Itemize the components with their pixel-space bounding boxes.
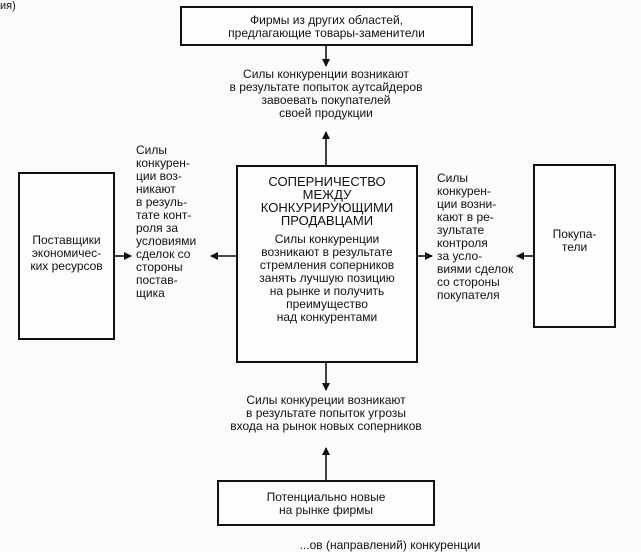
force-suppliers-text: Силы конкурен- ции воз- никают в резуль-… xyxy=(136,143,197,300)
rivalry-description: Силы конкуренции возникают в результате … xyxy=(259,232,395,324)
rivalry-box: СОПЕРНИЧЕСТВО МЕЖДУ КОНКУРИРУЮЩИМИ ПРОДА… xyxy=(236,165,418,363)
suppliers-box: Поставщики экономичес- ких ресурсов xyxy=(18,172,115,340)
buyers-label: Покупа- тели xyxy=(552,227,597,254)
suppliers-label: Поставщики экономичес- ких ресурсов xyxy=(30,233,103,273)
substitute-firms-label: Фирмы из других областей, предлагающие т… xyxy=(228,13,425,40)
force-new-entrants-text: Силы конкуреции возникают в результате п… xyxy=(230,393,422,433)
force-outsiders-text: Силы конкуренции возникают в результате … xyxy=(229,67,423,120)
substitute-firms-box: Фирмы из других областей, предлагающие т… xyxy=(180,6,473,46)
buyers-box: Покупа- тели xyxy=(533,164,616,328)
new-firms-label: Потенциально новые на рынке фирмы xyxy=(266,490,386,517)
new-firms-box: Потенциально новые на рынке фирмы xyxy=(217,480,435,526)
force-buyers-text: Силы конкурен- ции возни- кают в ре- зул… xyxy=(437,171,514,302)
top-partial-text: ия) xyxy=(0,0,16,12)
figure-caption: ...ов (направлений) конкуренции xyxy=(299,538,481,552)
rivalry-title: СОПЕРНИЧЕСТВО МЕЖДУ КОНКУРИРУЮЩИМИ ПРОДА… xyxy=(260,174,394,228)
